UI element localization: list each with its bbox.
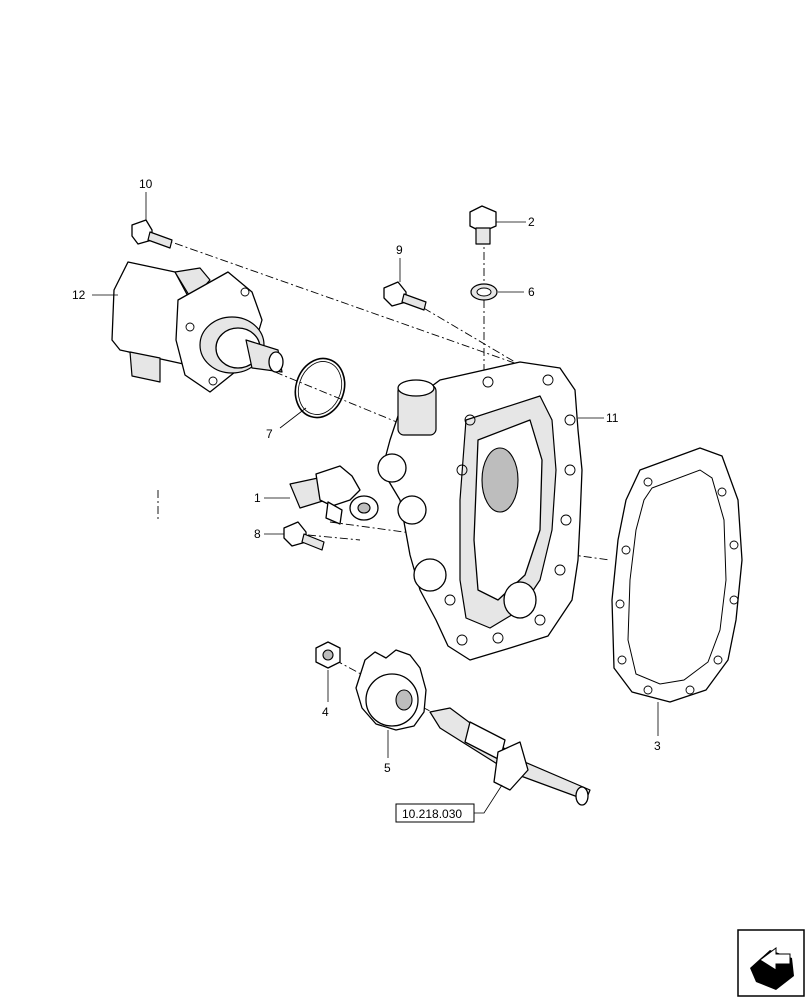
callout-2: 2 xyxy=(528,215,535,229)
part-3-gasket xyxy=(611,447,743,703)
leader-lines xyxy=(92,192,659,814)
reference-label: 10.218.030 xyxy=(402,807,462,821)
part-10-screw xyxy=(131,219,173,249)
callout-10: 10 xyxy=(139,177,153,191)
reference-shaft xyxy=(429,707,591,806)
reference-box[interactable]: 10.218.030 xyxy=(395,803,475,823)
part-11-housing xyxy=(377,361,583,661)
callout-11: 11 xyxy=(606,411,619,425)
part-12-actuator xyxy=(111,261,284,393)
callout-1: 1 xyxy=(254,491,261,505)
part-4-nut xyxy=(315,641,341,669)
callout-12: 12 xyxy=(72,288,86,302)
callout-labels: 10 12 7 9 2 6 11 1 8 4 5 3 xyxy=(72,177,661,775)
part-8-screw xyxy=(283,521,325,551)
part-9-screw xyxy=(383,281,427,311)
callout-8: 8 xyxy=(254,527,261,541)
part-1-sensor xyxy=(289,465,379,525)
callout-7: 7 xyxy=(266,427,273,441)
callout-6: 6 xyxy=(528,285,535,299)
callout-9: 9 xyxy=(396,243,403,257)
part-5-gear xyxy=(355,649,427,731)
part-7-o-ring xyxy=(294,357,346,419)
part-6-washer xyxy=(470,283,498,301)
callout-4: 4 xyxy=(322,705,329,719)
callout-5: 5 xyxy=(384,761,391,775)
next-page-arrow-icon[interactable] xyxy=(737,929,805,997)
callout-3: 3 xyxy=(654,739,661,753)
part-2-plug-screw xyxy=(469,205,497,245)
